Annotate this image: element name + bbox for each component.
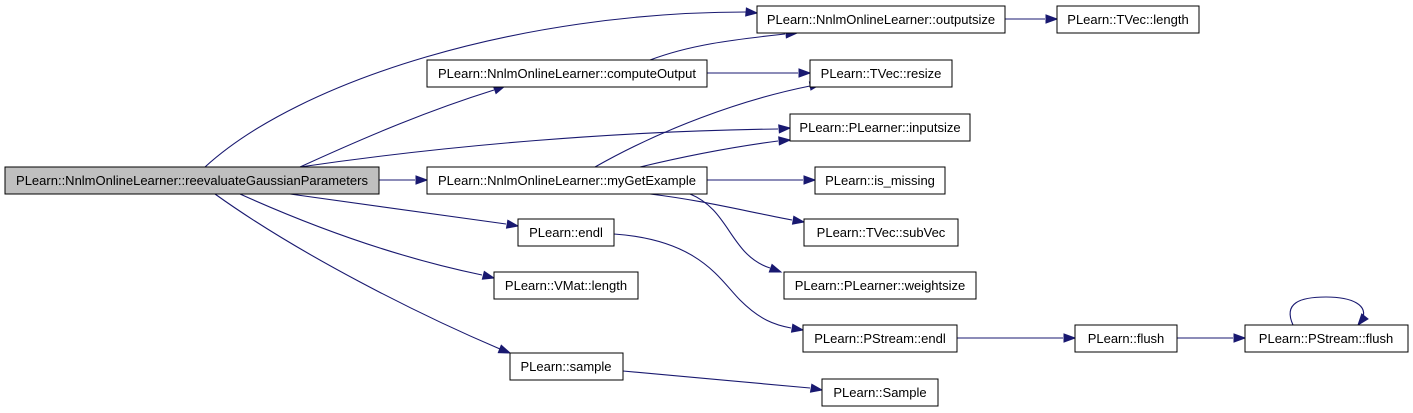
- edge-arrowhead: [497, 344, 512, 354]
- node-label: PLearn::PLearner::inputsize: [799, 120, 960, 135]
- edge-arrowhead: [745, 7, 759, 17]
- node-sample-capital[interactable]: PLearn::Sample: [821, 378, 939, 407]
- edge-line: [239, 193, 483, 276]
- edge-pstreamendl-to-flush: [957, 333, 1077, 343]
- edge-mygetexample-to-ismissing: [707, 175, 817, 185]
- node-reevaluate-gaussian-parameters[interactable]: PLearn::NnlmOnlineLearner::reevaluateGau…: [4, 166, 380, 195]
- edge-endl-to-pstreamendl: [613, 233, 805, 333]
- edge-line: [204, 11, 747, 168]
- edge-root-to-computeoutput: [299, 85, 507, 168]
- node-label: PLearn::PStream::endl: [814, 331, 946, 346]
- edge-arrowhead: [1063, 333, 1077, 343]
- edge-arrowhead: [798, 68, 812, 78]
- edges-layer: [204, 7, 1369, 393]
- edge-root-to-vmatlength: [239, 193, 496, 280]
- node-label: PLearn::NnlmOnlineLearner::reevaluateGau…: [16, 173, 368, 188]
- edge-arrowhead: [1233, 333, 1247, 343]
- node-label: PLearn::PLearner::weightsize: [795, 278, 966, 293]
- edge-arrowhead: [790, 323, 805, 333]
- node-tvec-resize[interactable]: PLearn::TVec::resize: [809, 59, 953, 88]
- edge-flush-to-pstreamflush: [1177, 333, 1247, 343]
- edge-root-to-outputsize: [204, 7, 759, 168]
- edge-line: [289, 193, 507, 225]
- node-weightsize[interactable]: PLearn::PLearner::weightsize: [783, 271, 977, 300]
- edge-outputsize-to-tveclength: [1005, 14, 1059, 24]
- node-pstream-endl[interactable]: PLearn::PStream::endl: [802, 324, 958, 353]
- edge-mygetexample-to-resize: [594, 81, 823, 168]
- node-outputsize[interactable]: PLearn::NnlmOnlineLearner::outputsize: [756, 5, 1006, 34]
- edge-arrowhead: [415, 175, 429, 185]
- node-label: PLearn::VMat::length: [505, 278, 627, 293]
- edge-mygetexample-to-subvec: [649, 193, 806, 225]
- edge-arrowhead: [803, 175, 817, 185]
- node-label: PLearn::endl: [529, 225, 603, 240]
- node-label: PLearn::PStream::flush: [1259, 331, 1393, 346]
- node-sample[interactable]: PLearn::sample: [509, 352, 624, 381]
- edge-arrowhead: [809, 383, 824, 393]
- edge-arrowhead: [481, 270, 496, 280]
- edge-line: [594, 85, 811, 168]
- edge-arrowhead: [1045, 14, 1059, 24]
- edge-arrowhead: [768, 263, 783, 273]
- edge-pstreamflush-to-pstreamflush: [1289, 296, 1369, 327]
- edge-arrowhead: [778, 124, 792, 134]
- node-tvec-subvec[interactable]: PLearn::TVec::subVec: [803, 218, 959, 247]
- node-vmat-length[interactable]: PLearn::VMat::length: [493, 271, 639, 300]
- node-inputsize[interactable]: PLearn::PLearner::inputsize: [789, 113, 971, 142]
- node-label: PLearn::flush: [1088, 331, 1165, 346]
- node-label: PLearn::NnlmOnlineLearner::computeOutput: [438, 66, 696, 81]
- edge-arrowhead: [778, 136, 792, 146]
- node-flush[interactable]: PLearn::flush: [1074, 324, 1178, 353]
- node-pstream-flush[interactable]: PLearn::PStream::flush: [1244, 324, 1409, 353]
- edge-root-to-sample: [214, 193, 512, 354]
- node-compute-output[interactable]: PLearn::NnlmOnlineLearner::computeOutput: [426, 59, 708, 88]
- node-label: PLearn::TVec::length: [1067, 12, 1188, 27]
- edge-arrowhead: [791, 215, 806, 225]
- edge-root-to-endl: [289, 193, 520, 229]
- edge-root-to-mygetexample: [379, 175, 429, 185]
- node-my-get-example[interactable]: PLearn::NnlmOnlineLearner::myGetExample: [426, 166, 708, 195]
- edge-line: [214, 193, 501, 350]
- edge-line: [299, 89, 495, 168]
- node-label: PLearn::sample: [520, 359, 611, 374]
- edge-mygetexample-to-inputsize: [639, 136, 792, 168]
- node-label: PLearn::is_missing: [825, 173, 935, 188]
- edge-computeoutput-to-resize: [707, 68, 812, 78]
- edge-sample-to-samplecap: [622, 370, 824, 393]
- edge-arrowhead: [1357, 313, 1369, 327]
- edge-line: [299, 128, 779, 168]
- node-label: PLearn::TVec::subVec: [817, 225, 946, 240]
- node-is-missing[interactable]: PLearn::is_missing: [814, 166, 946, 195]
- edge-line: [639, 140, 779, 168]
- edge-line: [622, 370, 811, 389]
- edge-line: [613, 233, 792, 329]
- edge-computeoutput-to-outputsize: [649, 29, 799, 61]
- edge-arrowhead: [505, 219, 520, 229]
- node-label: PLearn::Sample: [833, 385, 926, 400]
- edge-line: [649, 33, 786, 61]
- node-label: PLearn::NnlmOnlineLearner::outputsize: [767, 12, 995, 27]
- edge-line: [689, 193, 771, 269]
- node-tvec-length[interactable]: PLearn::TVec::length: [1056, 5, 1200, 34]
- edge-line: [649, 193, 793, 221]
- node-label: PLearn::NnlmOnlineLearner::myGetExample: [438, 173, 696, 188]
- edge-line: [1289, 296, 1365, 326]
- edge-mygetexample-to-weightsize: [689, 193, 783, 273]
- edge-root-to-inputsize: [299, 124, 792, 168]
- node-endl[interactable]: PLearn::endl: [517, 218, 615, 247]
- node-label: PLearn::TVec::resize: [821, 66, 942, 81]
